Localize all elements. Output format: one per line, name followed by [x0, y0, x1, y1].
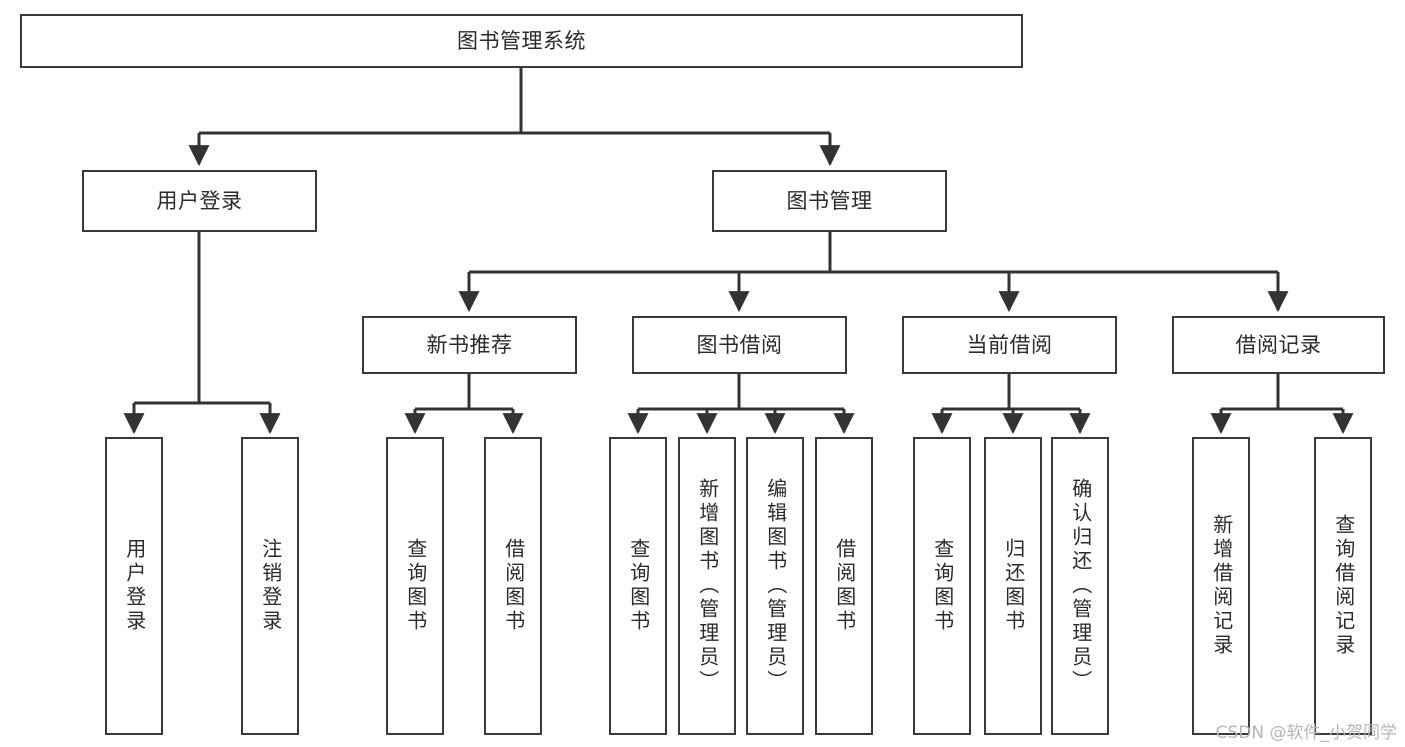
node-user-login-leaf-label: 用户登录 [122, 538, 147, 634]
node-current-query-book-label: 查询图书 [930, 538, 955, 634]
node-record-query-borrow-record-label: 查询借阅记录 [1331, 514, 1356, 658]
node-borrow-record[interactable]: 借阅记录 [1172, 316, 1385, 374]
node-book-management[interactable]: 图书管理 [712, 170, 947, 232]
node-user-login-leaf[interactable]: 用户登录 [105, 437, 163, 735]
node-user-login-label: 用户登录 [156, 188, 243, 213]
node-recommend-query-book-label: 查询图书 [403, 538, 428, 634]
node-current-confirm-return-admin-label: 确认归还（管理员） [1068, 478, 1093, 694]
node-borrow-query-book-label: 查询图书 [626, 538, 651, 634]
node-record-add-borrow-record[interactable]: 新增借阅记录 [1192, 437, 1250, 735]
node-recommend-borrow-book[interactable]: 借阅图书 [484, 437, 542, 735]
node-recommend-borrow-book-label: 借阅图书 [501, 538, 526, 634]
node-borrow-edit-book-admin-label: 编辑图书（管理员） [763, 478, 788, 694]
node-new-book-recommend[interactable]: 新书推荐 [362, 316, 577, 374]
node-current-confirm-return-admin[interactable]: 确认归还（管理员） [1051, 437, 1109, 735]
node-user-login[interactable]: 用户登录 [82, 170, 317, 232]
node-book-management-label: 图书管理 [786, 188, 873, 213]
node-borrow-edit-book-admin[interactable]: 编辑图书（管理员） [746, 437, 804, 735]
node-borrow-borrow-book-label: 借阅图书 [832, 538, 857, 634]
node-current-return-book-label: 归还图书 [1001, 538, 1026, 634]
node-new-book-recommend-label: 新书推荐 [426, 332, 513, 357]
node-current-borrow-label: 当前借阅 [966, 332, 1053, 357]
node-borrow-add-book-admin[interactable]: 新增图书（管理员） [678, 437, 736, 735]
node-root[interactable]: 图书管理系统 [20, 14, 1023, 68]
node-user-logout-leaf[interactable]: 注销登录 [241, 437, 299, 735]
node-borrow-add-book-admin-label: 新增图书（管理员） [695, 478, 720, 694]
node-record-add-borrow-record-label: 新增借阅记录 [1209, 514, 1234, 658]
watermark-text: CSDN @软件_小贺同学 [1215, 723, 1397, 743]
node-borrow-query-book[interactable]: 查询图书 [609, 437, 667, 735]
node-user-logout-leaf-label: 注销登录 [258, 538, 283, 634]
node-current-return-book[interactable]: 归还图书 [984, 437, 1042, 735]
node-borrow-borrow-book[interactable]: 借阅图书 [815, 437, 873, 735]
node-book-borrow-label: 图书借阅 [696, 332, 783, 357]
node-current-borrow[interactable]: 当前借阅 [902, 316, 1117, 374]
node-borrow-record-label: 借阅记录 [1235, 332, 1322, 357]
node-root-label: 图书管理系统 [457, 28, 586, 53]
node-record-query-borrow-record[interactable]: 查询借阅记录 [1314, 437, 1372, 735]
node-current-query-book[interactable]: 查询图书 [913, 437, 971, 735]
node-recommend-query-book[interactable]: 查询图书 [386, 437, 444, 735]
node-book-borrow[interactable]: 图书借阅 [632, 316, 847, 374]
